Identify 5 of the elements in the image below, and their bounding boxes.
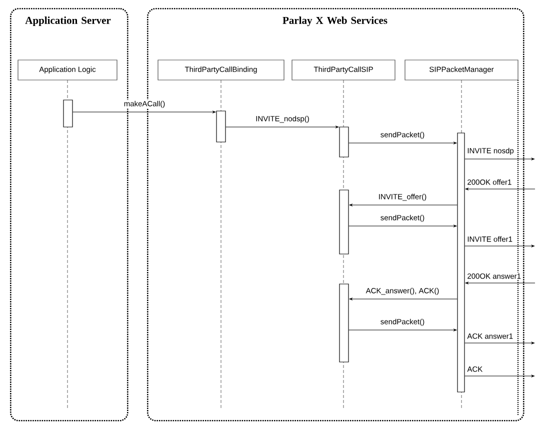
activation-bar — [339, 190, 349, 254]
activation-bar — [63, 100, 73, 128]
activation-bar — [339, 126, 349, 158]
activation-bar — [339, 284, 349, 362]
activation-bar — [216, 110, 226, 142]
